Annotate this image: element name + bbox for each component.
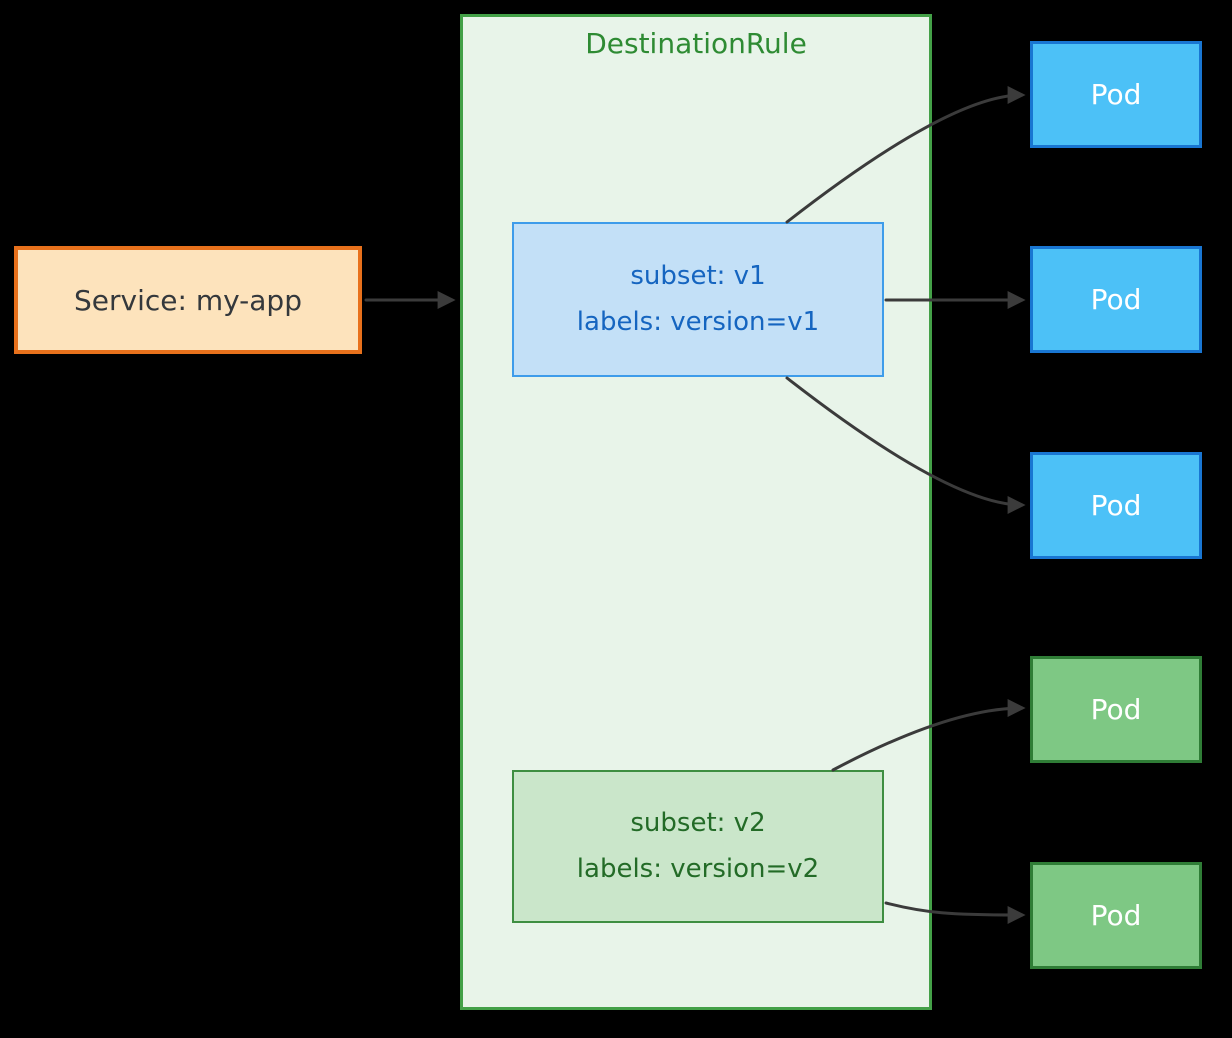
- pod-node-5: Pod: [1030, 862, 1202, 969]
- subset-v2-node: subset: v2 labels: version=v2: [512, 770, 884, 923]
- subset-v1-node: subset: v1 labels: version=v1: [512, 222, 884, 377]
- pod-label: Pod: [1090, 693, 1142, 726]
- subset-v2-labels: labels: version=v2: [576, 853, 820, 884]
- pod-label: Pod: [1090, 489, 1142, 522]
- subset-v1-name: subset: v1: [630, 261, 766, 292]
- pod-label: Pod: [1090, 78, 1142, 111]
- pod-node-1: Pod: [1030, 41, 1202, 148]
- pod-label: Pod: [1090, 283, 1142, 316]
- pod-node-4: Pod: [1030, 656, 1202, 763]
- destination-rule-title: DestinationRule: [585, 27, 807, 60]
- subset-v1-labels: labels: version=v1: [576, 306, 820, 337]
- pod-label: Pod: [1090, 899, 1142, 932]
- subset-v2-name: subset: v2: [630, 808, 766, 839]
- service-node: Service: my-app: [14, 246, 362, 354]
- pod-node-3: Pod: [1030, 452, 1202, 559]
- pod-node-2: Pod: [1030, 246, 1202, 353]
- service-label: Service: my-app: [74, 283, 302, 317]
